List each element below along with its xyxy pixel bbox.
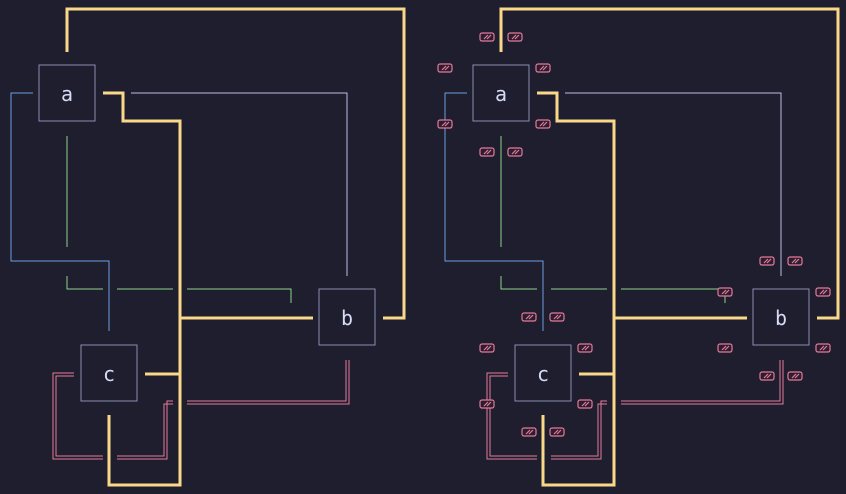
edge-c-loop2-pink-a (551, 400, 607, 460)
port-badge-a-4 (437, 119, 453, 129)
port-badge-c-2 (479, 343, 495, 353)
nodes-left: a b c (38, 64, 376, 402)
node-a-label: a (61, 82, 73, 106)
port-badge-b-1 (787, 256, 803, 266)
edge-c-b-pink-a (187, 360, 347, 402)
node-b-label: b (341, 306, 353, 330)
port-badge-a-0 (479, 32, 495, 42)
node-a[interactable]: a (38, 64, 96, 122)
port-badge-c-4 (479, 399, 495, 409)
port-badge-b-2 (717, 287, 733, 297)
edge-c-b-pink-b (187, 360, 350, 405)
edge-a-b-green-2 (500, 276, 537, 290)
edges-right (444, 7, 840, 487)
port-badge-a-3 (535, 63, 551, 73)
port-badge-a-1 (507, 32, 523, 42)
edge-c-loop-pink-a (486, 372, 537, 460)
edge-c-loop2-pink-b (551, 403, 607, 457)
edge-a-c-blue (10, 92, 110, 331)
diagram-panel-right: a b c (437, 7, 840, 487)
edge-a-trunk (537, 91, 616, 487)
port-badge-c-6 (521, 427, 537, 437)
port-badge-b-4 (717, 343, 733, 353)
port-badge-b-0 (759, 256, 775, 266)
edge-a-b-outer (65, 7, 406, 320)
edge-c-b-pink-b (621, 360, 784, 405)
edge-a-b-green-4 (187, 288, 292, 303)
node-b[interactable]: b (752, 288, 810, 346)
node-b-label: b (775, 306, 787, 330)
edge-c-loop-pink-b (55, 375, 103, 457)
port-badge-c-1 (549, 312, 565, 322)
node-a-label: a (495, 82, 507, 106)
edge-c-loop-pink-a (52, 372, 103, 460)
port-badge-c-7 (549, 427, 565, 437)
port-badge-b-7 (787, 371, 803, 381)
node-c-label: c (103, 362, 115, 386)
node-c[interactable]: c (514, 344, 572, 402)
edge-c-b-pink-a (621, 360, 781, 402)
port-badges (437, 32, 831, 437)
nodes-right: a b c (472, 64, 810, 402)
edge-a-b-thin (131, 92, 348, 276)
port-badge-a-6 (479, 147, 495, 157)
port-badge-a-2 (437, 63, 453, 73)
edge-c-loop2-pink-b (117, 403, 173, 457)
port-badge-c-3 (577, 343, 593, 353)
edge-a-b-outer (499, 7, 840, 320)
port-badge-a-5 (535, 119, 551, 129)
node-a[interactable]: a (472, 64, 530, 122)
port-badge-c-0 (521, 312, 537, 322)
node-c[interactable]: c (80, 344, 138, 402)
edge-c-loop-pink-b (489, 375, 537, 457)
edge-a-b-green-4 (621, 288, 726, 303)
node-b[interactable]: b (318, 288, 376, 346)
edge-a-b-thin (565, 92, 782, 276)
edge-a-trunk (103, 91, 182, 487)
port-badge-a-7 (507, 147, 523, 157)
edge-c-loop2-pink-a (117, 400, 173, 460)
edge-a-b-green-2 (66, 276, 103, 290)
edge-a-c-blue (444, 92, 544, 331)
diagram-panel-left: a b c (10, 7, 406, 487)
port-badge-b-6 (759, 371, 775, 381)
port-badge-b-5 (815, 343, 831, 353)
port-badge-c-5 (577, 399, 593, 409)
edges-left (10, 7, 406, 487)
port-badge-b-3 (815, 287, 831, 297)
node-c-label: c (537, 362, 549, 386)
